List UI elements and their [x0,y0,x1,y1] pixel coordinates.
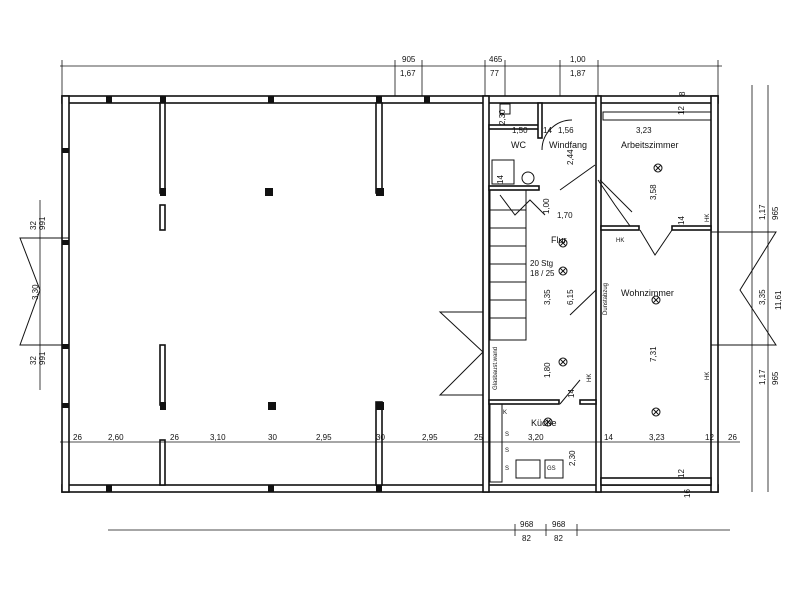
dim-bottom-8: 2,95 [422,433,438,442]
label-hk-4: HK [587,374,593,382]
dim-bottom-1: 26 [73,433,82,442]
dim-bottom-ext-b-b: 82 [554,534,563,543]
dim-left-cb: 991 [38,351,47,365]
dim-flur-100: 1,00 [542,198,551,214]
dim-top-c: 1,00 [570,55,586,64]
dim-flur-h3: 1,80 [543,362,552,378]
label-hk-2: HK [705,372,711,380]
bottom-dimension-row: 26 2,60 26 3,10 30 2,95 30 2,95 25 3,20 … [73,433,737,442]
dim-right-3: 1,17 [758,369,767,385]
light-icon [651,295,661,305]
light-icon [543,417,553,427]
dim-flur-h1: 3,35 [543,289,552,305]
light-fixtures [543,163,663,427]
label-gs: GS [547,466,556,472]
dim-right-total: 11,61 [774,290,783,310]
label-s-3: S [505,466,509,472]
dim-az-w: 3,23 [636,126,652,135]
dim-right-1: 1,17 [758,204,767,220]
dim-bottom-5: 30 [268,433,277,442]
label-k: K [503,410,507,416]
dim-top-a: 905 [402,55,416,64]
dim-bottom-12: 3,23 [649,433,665,442]
dim-right-3b: 965 [771,371,780,385]
interior-dimensions: 1,50 2,30 14 1,56 2,44 3,23 3,58 12 14 1… [496,91,692,498]
dim-bottom-14: 26 [728,433,737,442]
dim-wz-h: 7,31 [649,346,658,362]
posts [62,96,430,492]
dim-bottom-11: 14 [604,433,613,442]
light-icon [558,238,568,248]
room-arbeitszimmer: Arbeitszimmer [621,140,679,150]
dim-flur-h2: 6,15 [566,289,575,305]
room-windfang: Windfang [549,140,587,150]
label-s-1: S [505,432,509,438]
dim-bottom-13: 12 [705,433,714,442]
dim-top-a-b: 1,67 [400,69,416,78]
dim-bot-12: 12 [677,469,686,478]
room-kueche: Küche [531,418,557,428]
dim-bottom-ext-b: 968 [552,520,566,529]
stair-steps: 20 Stg [530,259,553,268]
room-wc: WC [511,140,526,150]
dim-left-c: 32 [29,356,38,365]
dim-bottom-6: 2,95 [316,433,332,442]
dim-right-1b: 965 [771,206,780,220]
room-flur: Flur [551,235,567,245]
dim-flur-14b: 14 [567,389,576,398]
dim-az-h: 3,58 [649,184,658,200]
label-s-2: S [505,448,509,454]
dim-right-2: 3,35 [758,289,767,305]
dimension-lines [39,60,769,536]
dim-az-12: 12 [677,106,686,115]
dim-flur-w: 1,70 [557,211,573,220]
dim-flur-14: 14 [496,175,505,184]
dim-wf-h: 2,44 [566,149,575,165]
dim-bottom-4: 3,10 [210,433,226,442]
dim-bottom-ext-a: 968 [520,520,534,529]
dim-bottom-2: 2,60 [108,433,124,442]
label-hk-1: HK [616,238,624,244]
dim-bottom-10: 3,20 [528,433,544,442]
room-wohnzimmer: Wohnzimmer [621,288,674,298]
dim-bottom-9: 25 [474,433,483,442]
doors [19,119,777,405]
fixtures [489,103,712,483]
dim-wc-w: 1,50 [512,126,528,135]
dim-k-h: 2,30 [568,450,577,466]
dim-top-b-b: 77 [490,69,499,78]
dim-bottom-3: 26 [170,433,179,442]
dim-left-b: 3,30 [31,284,40,300]
dim-az-14: 14 [677,216,686,225]
dim-top-b: 465 [489,55,503,64]
dim-wc-14: 14 [543,126,552,135]
dim-wc-h: 2,30 [498,109,507,125]
label-hk-3: HK [705,214,711,222]
staircase [489,189,546,341]
dim-top-8: 8 [678,91,687,96]
light-icon [558,266,568,276]
dim-left-a: 32 [29,221,38,230]
dim-wf-w: 1,56 [558,126,574,135]
light-icon [653,163,663,173]
label-glasbaustein: Glasbaust.wand [493,347,499,390]
dim-bottom-ext-a-b: 82 [522,534,531,543]
dim-bottom-7: 30 [376,433,385,442]
outer-walls [61,95,719,493]
light-icon [651,407,661,417]
light-icon [558,357,568,367]
label-dunstabzug: Dunstabzug [603,283,609,315]
dim-left-ab: 991 [38,216,47,230]
stair-ratio: 18 / 25 [530,269,555,278]
dim-top-c-b: 1,87 [570,69,586,78]
dim-bot-16: 16 [683,489,692,498]
